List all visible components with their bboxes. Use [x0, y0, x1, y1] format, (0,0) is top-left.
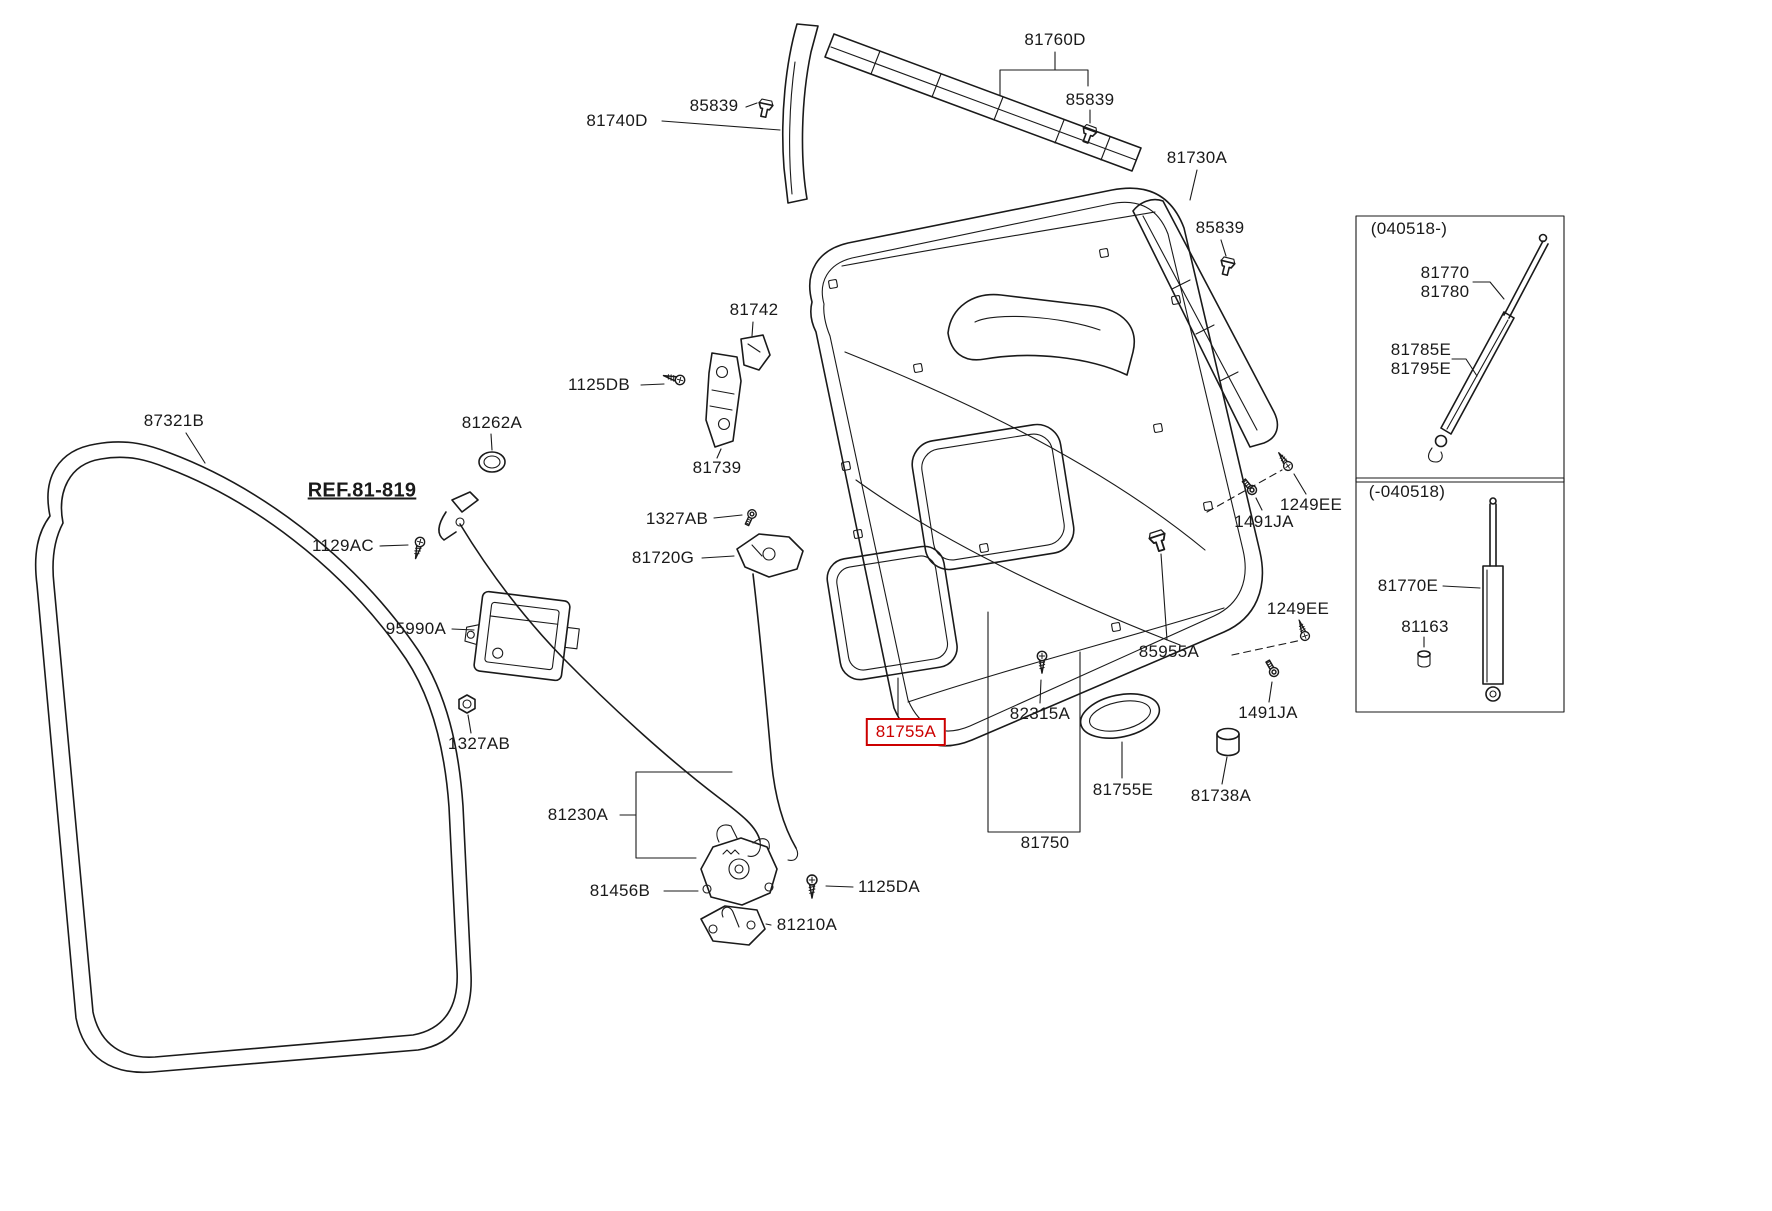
part-label-81730a: 81730A	[1166, 148, 1228, 167]
cover-81755e	[1079, 693, 1161, 779]
part-label-1327ab: 1327AB	[645, 509, 709, 528]
part-label-81785e: 81785E	[1390, 340, 1452, 359]
part-label-81262a: 81262A	[461, 413, 523, 432]
part-label-81780: 81780	[1420, 282, 1470, 301]
actuator-95990a	[451, 590, 580, 682]
part-label-85839: 85839	[1195, 218, 1245, 237]
part-label-81738a: 81738A	[1190, 786, 1252, 805]
weatherstrip-87321b	[34, 432, 472, 1074]
handle-recess	[947, 293, 1135, 376]
screw-82315a-icon	[1036, 650, 1048, 704]
part-label-85839: 85839	[1065, 90, 1115, 109]
strip-81740d	[661, 23, 819, 204]
inset-box-040518-before	[1355, 477, 1565, 713]
gas-strut-81770e	[1482, 497, 1504, 702]
bumper-81738a	[1216, 727, 1240, 785]
clip-85839-right-icon	[1217, 239, 1237, 278]
part-label-81770e: 81770E	[1377, 576, 1439, 595]
part-label-95990a: 95990A	[385, 619, 447, 638]
part-label-81210a: 81210A	[776, 915, 838, 934]
striker-81210a	[700, 905, 772, 946]
handle-assembly	[438, 491, 479, 541]
part-label-81795e: 81795E	[1390, 359, 1452, 378]
clip-85955a-icon	[1147, 528, 1171, 641]
screw-1129ac-icon	[379, 535, 427, 561]
part-label-1327ab: 1327AB	[447, 734, 511, 753]
latch-81720g	[701, 533, 804, 578]
clip-81742	[740, 321, 771, 371]
latch-81456b	[663, 824, 778, 906]
part-label-81739: 81739	[692, 458, 742, 477]
part-label-1125da: 1125DA	[858, 877, 920, 896]
fasteners-upper-right	[1206, 449, 1307, 513]
part-label-81163: 81163	[1401, 617, 1449, 636]
part-label-1125db: 1125DB	[568, 375, 630, 394]
bracket-lines-81230a	[619, 771, 733, 859]
gasket-81755a	[826, 545, 958, 717]
part-label-87321b: 87321B	[143, 411, 205, 430]
part-label-1491ja: 1491JA	[1238, 703, 1298, 722]
part-label-81760d: 81760D	[1024, 30, 1086, 49]
part-label-81456b: 81456B	[589, 881, 651, 900]
clip-85839-left-icon	[745, 97, 775, 119]
part-label-ref81819: REF.81-819	[307, 479, 417, 502]
part-label-81755e: 81755E	[1092, 780, 1154, 799]
nut-1327ab-icon	[458, 694, 476, 734]
bracket-lines-81750	[987, 611, 1081, 833]
screw-1125db-icon	[640, 370, 687, 387]
panel-clips	[828, 248, 1213, 632]
part-label-81750: 81750	[1020, 833, 1070, 852]
trim-panel-81750	[808, 187, 1264, 747]
bolt-1327ab-icon	[713, 507, 759, 528]
grommet-81262a	[478, 433, 506, 473]
part-label-81742: 81742	[729, 300, 779, 319]
strip-81760d	[824, 33, 1142, 172]
part-label-81720g: 81720G	[631, 548, 695, 567]
part-label-040518: (040518-)	[1370, 219, 1448, 238]
part-label-81740d: 81740D	[586, 111, 648, 130]
part-label-81755a: 81755A	[865, 718, 947, 746]
part-label-85955a: 85955A	[1138, 642, 1200, 661]
part-label-81230a: 81230A	[547, 805, 609, 824]
inset-box-040518-after	[1355, 215, 1565, 483]
part-label-1249ee: 1249EE	[1266, 599, 1330, 618]
fasteners-lower-right	[1231, 618, 1312, 703]
part-label-1249ee: 1249EE	[1279, 495, 1343, 514]
latch-rod-assembly	[459, 523, 799, 861]
part-label-1129ac: 1129AC	[312, 536, 374, 555]
part-label-040518: (-040518)	[1368, 482, 1446, 501]
opening-window	[911, 423, 1075, 571]
part-label-85839: 85839	[689, 96, 739, 115]
strip-81730a	[1132, 169, 1279, 448]
part-81163	[1417, 650, 1431, 668]
part-label-1491ja: 1491JA	[1234, 512, 1294, 531]
part-label-82315a: 82315A	[1009, 704, 1071, 723]
part-label-81770: 81770	[1420, 263, 1470, 282]
screw-1125da-icon	[806, 874, 854, 899]
bracket-81739	[705, 352, 742, 459]
clip-85839-top-icon	[1078, 109, 1099, 146]
